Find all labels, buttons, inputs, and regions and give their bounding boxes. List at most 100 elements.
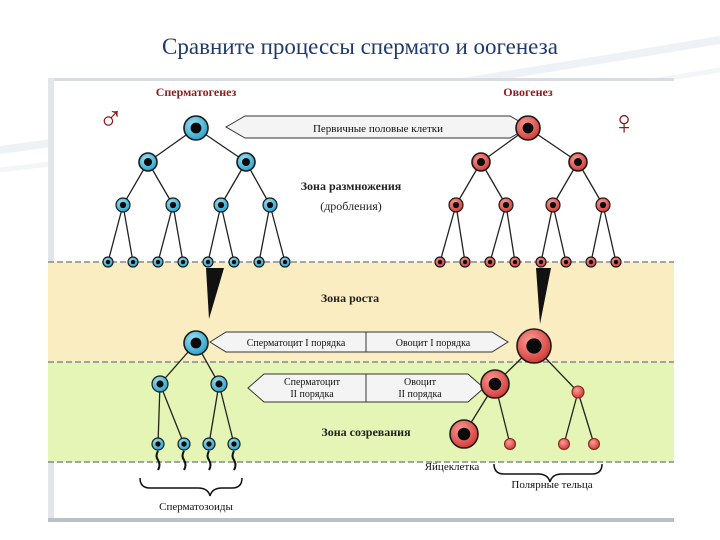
cell-nucleus	[526, 338, 542, 354]
egg-cell-label: Яйцеклетка	[425, 461, 480, 473]
cell-nucleus	[143, 157, 153, 167]
cell-nucleus	[231, 259, 237, 265]
zone-maturation-label: Зона созревания	[321, 425, 411, 439]
cell-nucleus	[217, 201, 225, 209]
spermatogonium-gen4-2	[152, 256, 164, 268]
cell-nucleus	[522, 122, 534, 134]
male-line-l3-5	[220, 204, 235, 263]
polar-body-a	[504, 438, 516, 450]
spermatogonium-gen3-1	[165, 197, 181, 213]
oocyte-2-label: Овоцит	[404, 377, 437, 388]
spermatocyte-2-cell-a	[151, 375, 169, 393]
cell-nucleus	[457, 427, 471, 441]
zone-reproduction-label: Зона размножения	[301, 179, 402, 193]
male-line-l3-7	[269, 204, 286, 263]
spermatocyte-1-cell	[183, 330, 209, 356]
female-line-l3-2	[489, 204, 507, 263]
male-line-m2-b	[159, 383, 185, 445]
female-line-l3-6	[590, 204, 604, 263]
cell-nucleus	[155, 259, 161, 265]
cell-nucleus	[190, 337, 202, 349]
cell-nucleus	[205, 259, 211, 265]
oogonium-1	[568, 152, 588, 172]
sperm-tail-3	[231, 450, 237, 471]
oocyte-1-label: Овоцит I порядка	[396, 338, 471, 349]
female-line-l3-1	[455, 204, 466, 263]
male-line-l3-1	[122, 204, 134, 263]
polar-bodies-brace	[493, 463, 603, 483]
cell-nucleus	[476, 157, 486, 167]
cell-nucleus	[613, 259, 619, 265]
cell-nucleus	[488, 377, 502, 391]
female-line-l3-3	[505, 204, 516, 263]
oogonium-gen4-7	[610, 256, 622, 268]
primary-cells-label: Первичные половые клетки	[313, 123, 443, 135]
spermatogonium-1	[236, 152, 256, 172]
cell-nucleus	[181, 441, 187, 447]
female-growth-pointer	[536, 268, 551, 324]
spermatocyte-2-sublabel: II порядка	[290, 389, 334, 400]
cell-nucleus	[588, 259, 594, 265]
male-line-l3-6	[258, 204, 271, 263]
female-line-l3-0	[439, 204, 457, 263]
male-line-l3-3	[172, 204, 184, 263]
oogonium-0	[471, 152, 491, 172]
female-symbol-icon: ♀	[611, 105, 637, 142]
oogonium-gen4-5	[560, 256, 572, 268]
polar-body-first	[571, 385, 585, 399]
oogonium-gen4-4	[535, 256, 547, 268]
cell-nucleus	[119, 201, 127, 209]
cell-nucleus	[452, 201, 460, 209]
male-line-l3-4	[207, 204, 222, 263]
spermatogonium-gen4-6	[253, 256, 265, 268]
oocyte-2-sublabel: II порядка	[398, 389, 442, 400]
spermatocyte-2-label: Сперматоцит	[284, 377, 341, 388]
first-order-arrow	[209, 331, 509, 353]
cell-nucleus	[180, 259, 186, 265]
sperm-tail-2	[206, 450, 212, 471]
polar-body-b	[558, 438, 570, 450]
zone-reproduction-sublabel: (дробления)	[320, 199, 382, 213]
spermatogonium-0	[138, 152, 158, 172]
polar-body-c	[588, 438, 600, 450]
cell-nucleus	[538, 259, 544, 265]
spermatogonium-gen3-0	[115, 197, 131, 213]
cell-nucleus	[241, 157, 251, 167]
cell-nucleus	[256, 259, 262, 265]
spermatozoa-brace	[139, 477, 243, 497]
spermatogonium-gen4-1	[127, 256, 139, 268]
spermatid-3	[227, 437, 241, 451]
cell-nucleus	[563, 259, 569, 265]
male-growth-pointer	[206, 268, 224, 319]
male-line-l3-2	[157, 204, 174, 263]
polar-bodies-label: Полярные тельца	[511, 479, 592, 491]
cell-nucleus	[549, 201, 557, 209]
figure-top-border	[48, 78, 674, 81]
female-line-l3-7	[602, 204, 617, 263]
oogonium-gen4-3	[509, 256, 521, 268]
sperm-tail-0	[155, 450, 161, 471]
sperm-tail-1	[181, 450, 187, 471]
cell-nucleus	[105, 259, 111, 265]
cell-nucleus	[599, 201, 607, 209]
spermatogonium-gen4-4	[202, 256, 214, 268]
egg-cell	[449, 419, 479, 449]
oogonium-gen3-2	[545, 197, 561, 213]
sperm-tails	[155, 450, 237, 471]
oogenesis-heading: Овогенез	[503, 85, 553, 99]
cell-nucleus	[155, 441, 161, 447]
oogonium-gen4-0	[434, 256, 446, 268]
cell-nucleus	[169, 201, 177, 209]
primary-germ-cell-female	[515, 115, 541, 141]
spermatocyte-2-cell-b	[210, 375, 228, 393]
zone-growth-label: Зона роста	[321, 291, 379, 305]
spermatogonium-gen3-3	[262, 197, 278, 213]
cell-nucleus	[215, 380, 223, 388]
cell-nucleus	[130, 259, 136, 265]
oogonium-gen4-1	[459, 256, 471, 268]
female-line-l3-4	[540, 204, 554, 263]
spermatozoa-label: Сперматозоиды	[159, 501, 233, 513]
oogonium-gen4-6	[585, 256, 597, 268]
cells	[102, 115, 622, 451]
cell-nucleus	[190, 122, 202, 134]
